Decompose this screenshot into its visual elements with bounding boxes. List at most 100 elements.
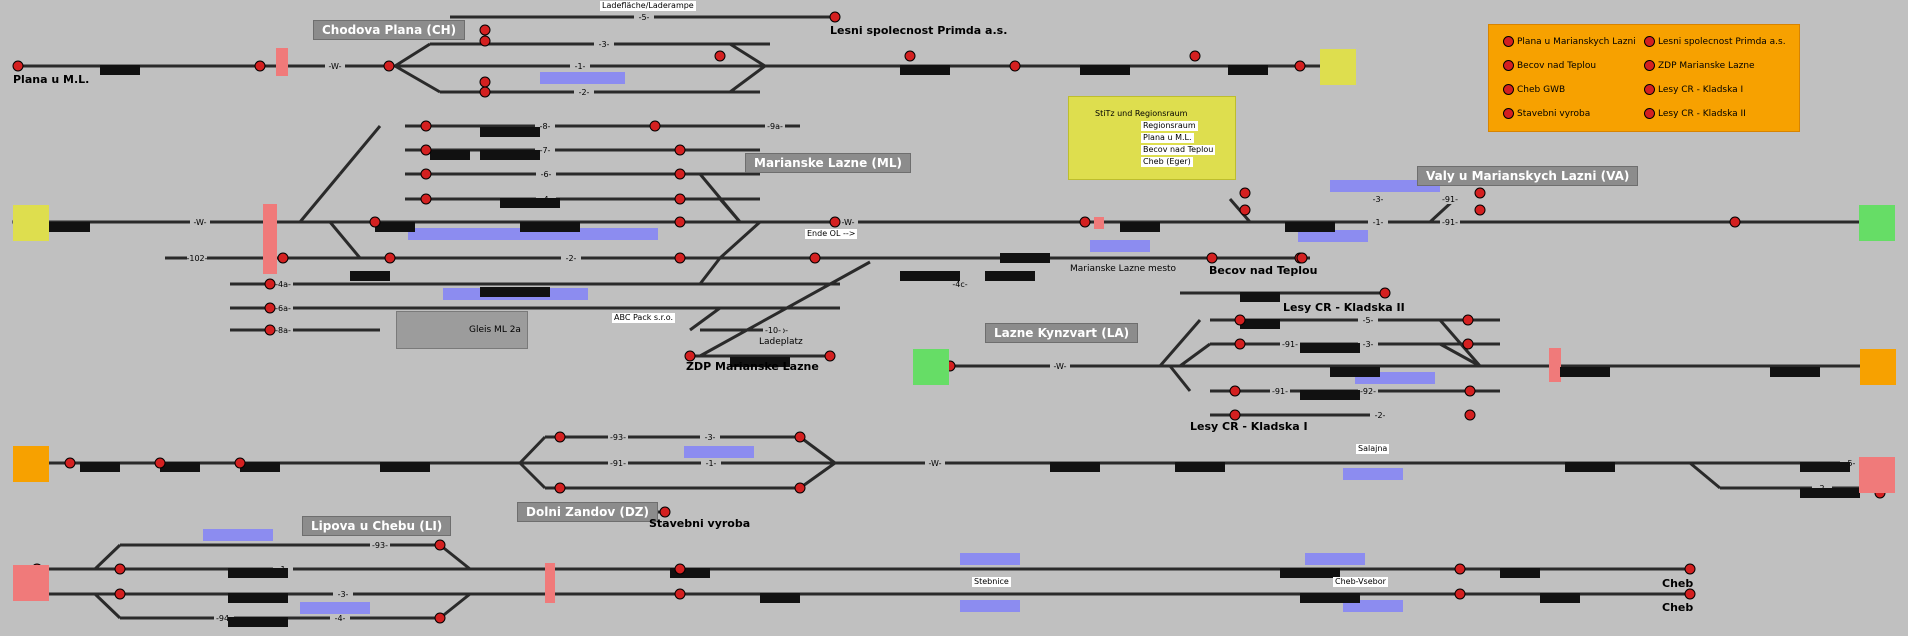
turnout[interactable] [1689, 461, 1721, 490]
turnout[interactable] [358, 125, 382, 151]
signal-icon[interactable] [479, 86, 491, 98]
signal-icon[interactable] [674, 588, 686, 600]
occupied-section[interactable] [300, 602, 370, 614]
occupied-section[interactable] [1090, 240, 1150, 252]
signal-icon[interactable] [829, 11, 841, 23]
entry-box-yellow[interactable] [13, 205, 49, 241]
turnout[interactable] [518, 435, 547, 465]
signal-icon[interactable] [1464, 385, 1476, 397]
signal-icon[interactable] [904, 50, 916, 62]
turnout[interactable] [729, 42, 766, 68]
signal-icon[interactable] [434, 539, 446, 551]
signal-icon[interactable] [420, 168, 432, 180]
turnout[interactable] [394, 42, 431, 68]
station-chodova-plana[interactable]: Chodova Plana (CH) [313, 20, 466, 40]
signal-icon[interactable] [674, 144, 686, 156]
signal-icon[interactable] [1206, 252, 1218, 264]
occupied-section[interactable] [203, 529, 273, 541]
turnout[interactable] [799, 435, 836, 465]
signal-icon[interactable] [824, 350, 836, 362]
signal-icon[interactable] [829, 216, 841, 228]
turnout[interactable] [699, 260, 871, 358]
signal-icon[interactable] [674, 216, 686, 228]
signal-icon[interactable] [1464, 409, 1476, 421]
legend-item[interactable]: Lesni spolecnost Primda a.s. [1644, 36, 1786, 47]
label-lesy-1[interactable]: Lesy CR - Kladska I [1190, 420, 1308, 433]
turnout[interactable] [1439, 342, 1481, 368]
signal-icon[interactable] [674, 168, 686, 180]
turnout[interactable] [439, 592, 471, 620]
legend-item[interactable]: Cheb GWB [1503, 84, 1565, 95]
signal-icon[interactable] [254, 60, 266, 72]
signal-icon[interactable] [383, 60, 395, 72]
signal-icon[interactable] [479, 35, 491, 47]
turnout[interactable] [338, 149, 362, 175]
signal-icon[interactable] [1296, 252, 1308, 264]
signal-icon[interactable] [277, 252, 289, 264]
signal-icon[interactable] [369, 216, 381, 228]
signal-icon[interactable] [1462, 314, 1474, 326]
occupied-section[interactable] [684, 446, 754, 458]
signal-icon[interactable] [234, 457, 246, 469]
occupied-section[interactable] [1330, 180, 1440, 192]
signal-icon[interactable] [1684, 588, 1696, 600]
label-lesni[interactable]: Lesni spolecnost Primda a.s. [830, 24, 1008, 37]
signal-icon[interactable] [1239, 187, 1251, 199]
signal-icon[interactable] [1234, 338, 1246, 350]
turnout[interactable] [328, 221, 362, 259]
label-zdp[interactable]: ZDP Marianske Lazne [686, 360, 819, 373]
entry-box-pink[interactable] [1859, 457, 1895, 493]
occupied-section[interactable] [540, 72, 625, 84]
signal-icon[interactable] [1474, 187, 1486, 199]
entry-box-orange[interactable] [13, 446, 49, 482]
info-item[interactable]: Becov nad Teplou [1141, 145, 1216, 155]
turnout[interactable] [1179, 342, 1211, 368]
signal-icon[interactable] [684, 350, 696, 362]
signal-icon[interactable] [674, 252, 686, 264]
signal-icon[interactable] [554, 431, 566, 443]
station-dolni-zandov[interactable]: Dolni Zandov (DZ) [517, 502, 658, 522]
label-becov[interactable]: Becov nad Teplou [1209, 264, 1318, 277]
occupied-section[interactable] [1343, 468, 1403, 480]
turnout[interactable] [93, 543, 122, 571]
turnout[interactable] [439, 543, 471, 571]
signal-icon[interactable] [554, 482, 566, 494]
signal-icon[interactable] [1474, 204, 1486, 216]
signal-icon[interactable] [264, 302, 276, 314]
signal-icon[interactable] [1009, 60, 1021, 72]
info-item[interactable]: Regionsraum [1141, 121, 1198, 131]
signal-icon[interactable] [420, 120, 432, 132]
occupied-section[interactable] [960, 553, 1020, 565]
occupied-section[interactable] [960, 600, 1020, 612]
turnout[interactable] [718, 198, 742, 223]
turnout[interactable] [298, 173, 342, 223]
legend-item[interactable]: ZDP Marianske Lazne [1644, 60, 1755, 71]
label-cheb-1[interactable]: Cheb [1662, 577, 1694, 590]
signal-icon[interactable] [420, 193, 432, 205]
station-marianske-lazne[interactable]: Marianske Lazne (ML) [745, 153, 911, 173]
signal-icon[interactable] [1234, 314, 1246, 326]
turnout[interactable] [729, 64, 766, 94]
info-item[interactable]: Plana u M.L. [1141, 133, 1194, 143]
label-plana[interactable]: Plana u M.L. [13, 73, 90, 86]
entry-box-orange[interactable] [1860, 349, 1896, 385]
label-stavebni[interactable]: Stavebni vyroba [649, 517, 751, 530]
signal-icon[interactable] [479, 76, 491, 88]
legend-item[interactable]: Lesy CR - Kladska II [1644, 108, 1746, 119]
signal-icon[interactable] [154, 457, 166, 469]
signal-icon[interactable] [434, 612, 446, 624]
signal-icon[interactable] [479, 24, 491, 36]
signal-icon[interactable] [794, 431, 806, 443]
signal-icon[interactable] [64, 457, 76, 469]
turnout[interactable] [93, 592, 122, 620]
signal-icon[interactable] [1239, 204, 1251, 216]
signal-icon[interactable] [264, 324, 276, 336]
signal-icon[interactable] [674, 563, 686, 575]
station-lipova[interactable]: Lipova u Chebu (LI) [302, 516, 452, 536]
entry-box-pink[interactable] [13, 565, 49, 601]
turnout[interactable] [689, 306, 721, 332]
station-lazne-kynzvart[interactable]: Lazne Kynzvart (LA) [985, 323, 1139, 343]
signal-icon[interactable] [1462, 338, 1474, 350]
signal-icon[interactable] [264, 278, 276, 290]
legend-item[interactable]: Plana u Marianskych Lazni [1503, 36, 1636, 47]
